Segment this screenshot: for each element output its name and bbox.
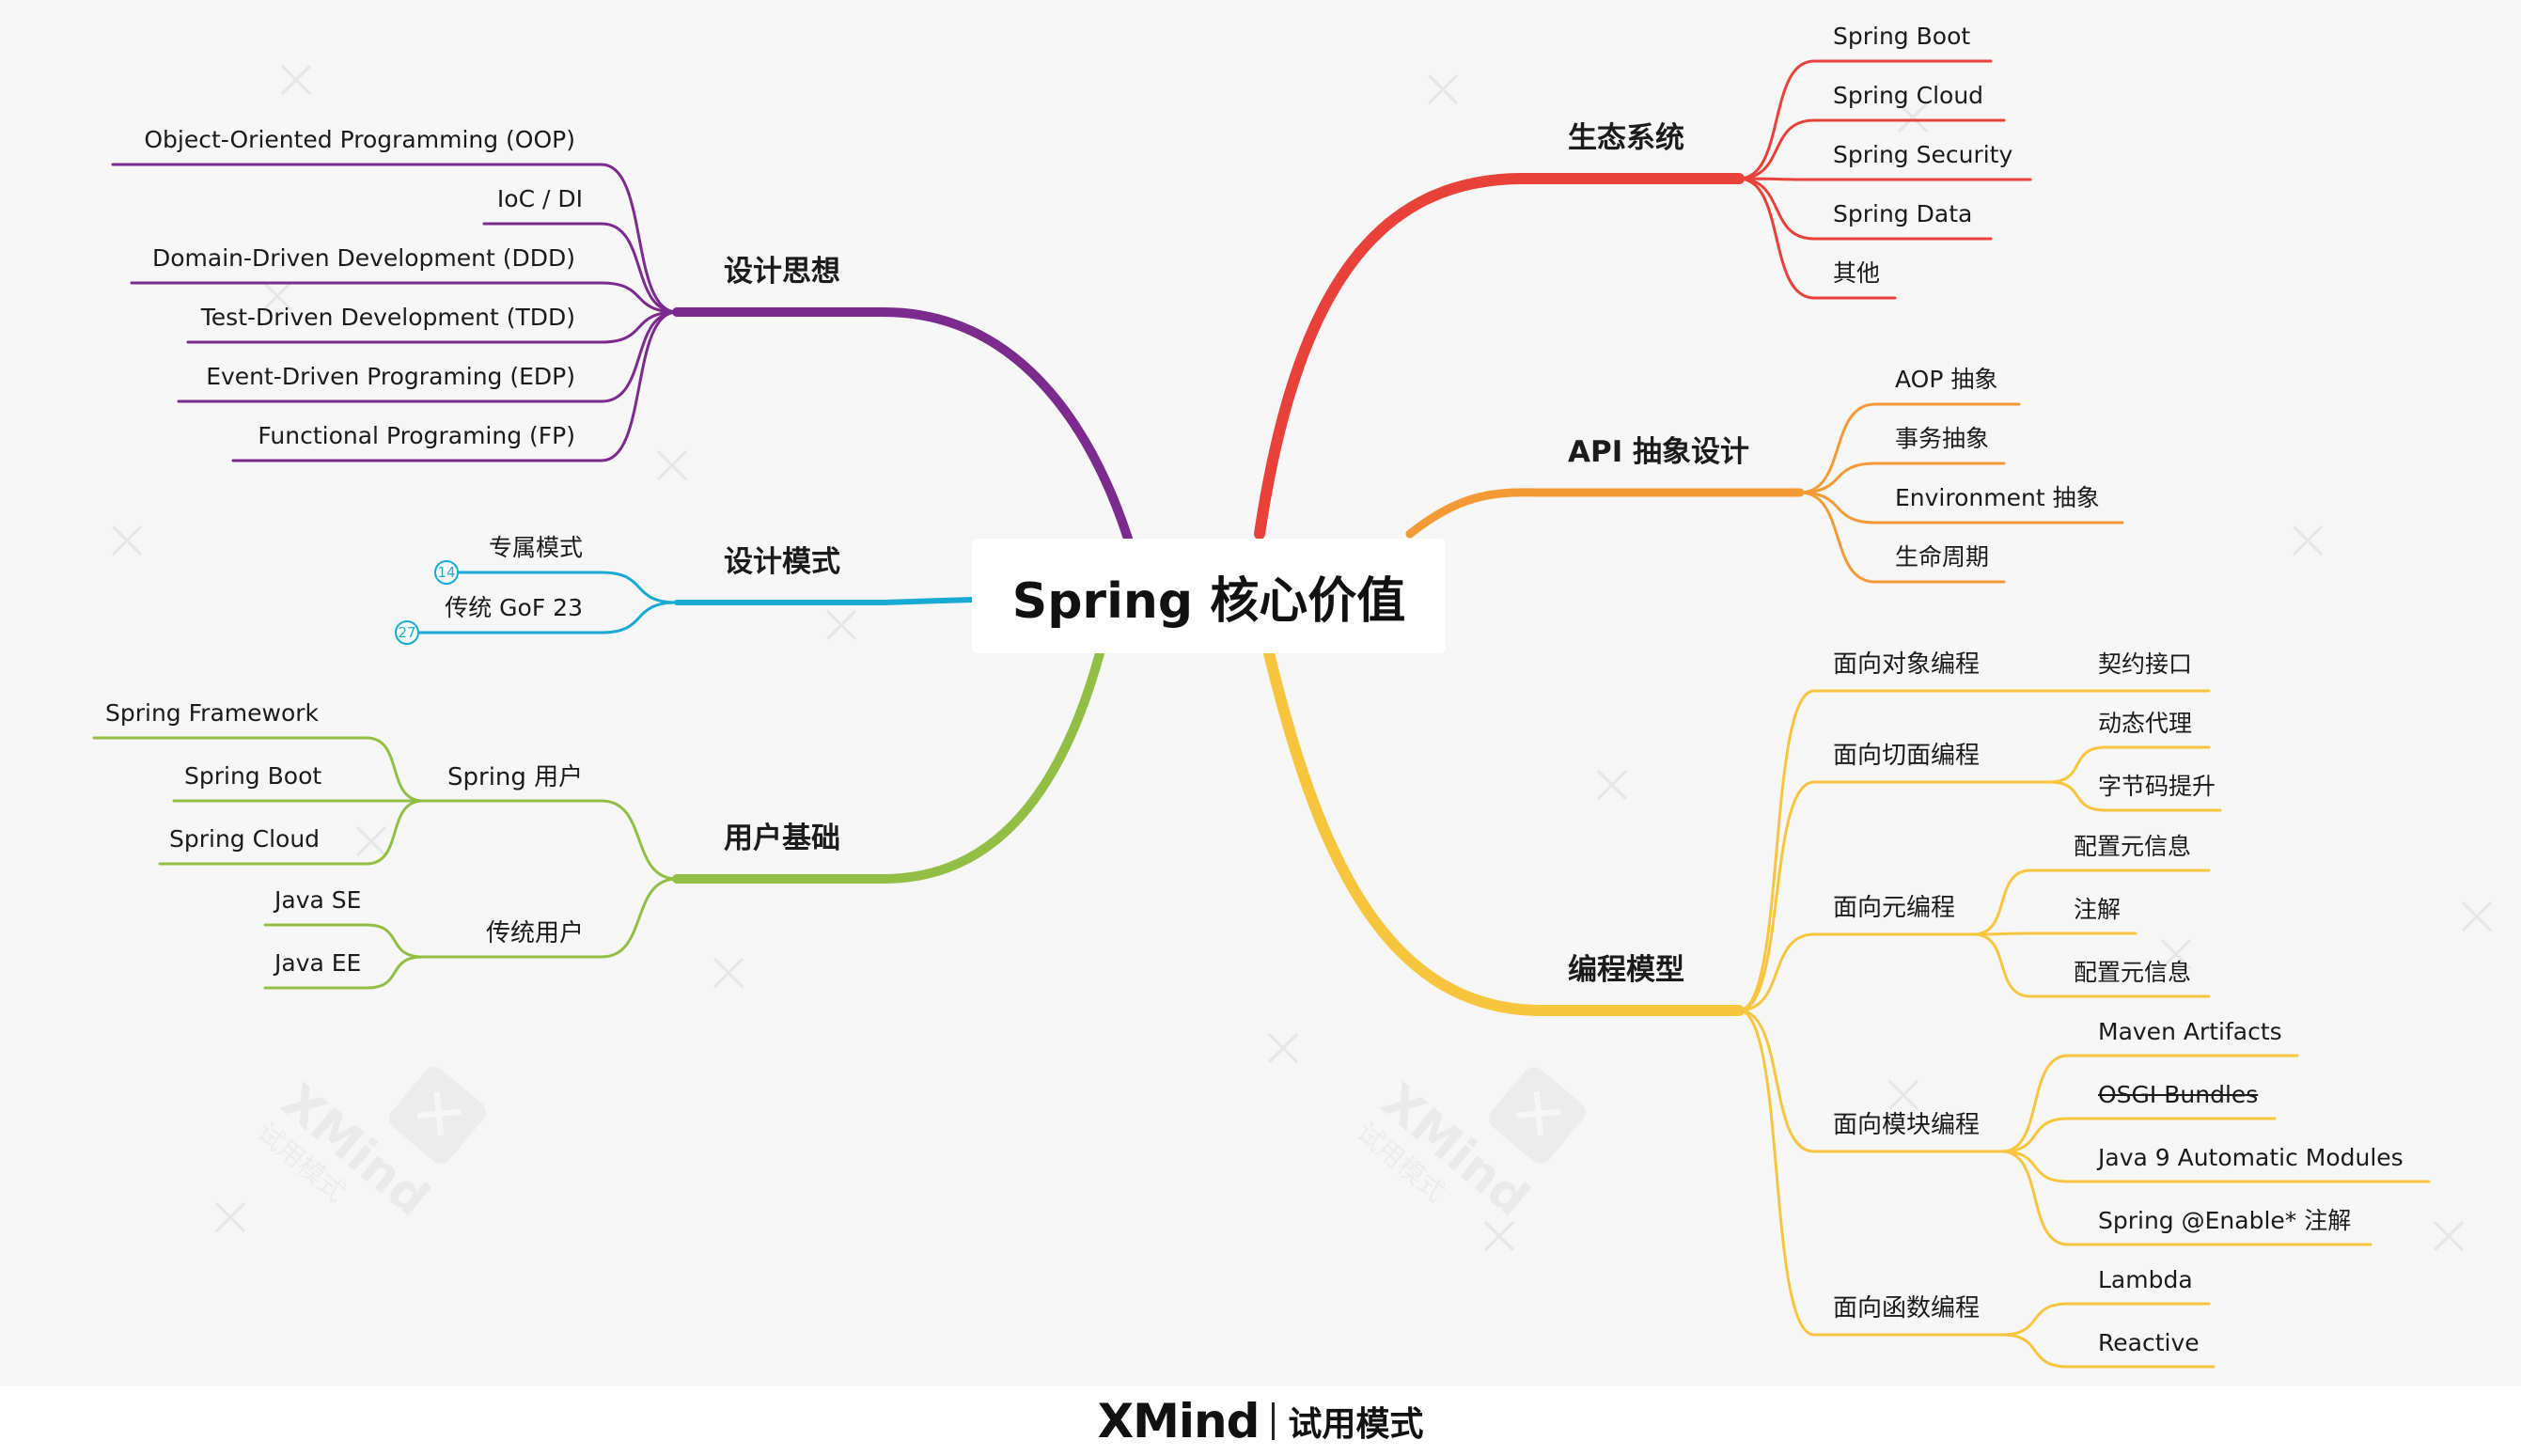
leaf-user-base[interactable]: Java SE bbox=[274, 886, 362, 914]
connector-programming-model bbox=[1263, 648, 1745, 1016]
leaf-programming-model[interactable]: 注解 bbox=[2074, 896, 2122, 923]
topic-programming-model[interactable]: 编程模型 bbox=[1568, 953, 1684, 987]
leaf-programming-model[interactable]: Reactive bbox=[2098, 1329, 2200, 1356]
leaf-api[interactable]: AOP 抽象 bbox=[1895, 366, 1998, 393]
leaf-design-philosophy[interactable]: Test-Driven Development (TDD) bbox=[200, 304, 575, 331]
leaf-programming-model[interactable]: Lambda bbox=[2098, 1266, 2193, 1293]
leaf-ecosystem[interactable]: 其他 bbox=[1833, 259, 1881, 287]
footer-separator bbox=[1272, 1402, 1276, 1440]
leaf-ecosystem[interactable]: Spring Data bbox=[1833, 200, 1973, 227]
leaf-design-philosophy[interactable]: Domain-Driven Development (DDD) bbox=[152, 244, 575, 272]
connector-design-philosophy bbox=[672, 307, 1133, 543]
topic-api-abstraction[interactable]: API 抽象设计 bbox=[1568, 435, 1750, 469]
leaf-user-base[interactable]: Spring Cloud bbox=[169, 825, 321, 853]
topic-ecosystem[interactable]: 生态系统 bbox=[1568, 121, 1684, 155]
leaf-programming-model[interactable]: 契约接口 bbox=[2098, 650, 2193, 678]
subtopic-aop[interactable]: 面向切面编程 bbox=[1833, 742, 1981, 770]
footer-mode-label: 试用模式 bbox=[1288, 1405, 1424, 1444]
leaf-user-base[interactable]: Spring Framework bbox=[105, 699, 320, 727]
leaf-programming-model[interactable]: Java 9 Automatic Modules bbox=[2098, 1144, 2404, 1171]
leaf-programming-model-strikethrough[interactable]: OSGI Bundles bbox=[2098, 1081, 2259, 1108]
leaf-api[interactable]: 生命周期 bbox=[1895, 543, 1990, 571]
leaf-programming-model[interactable]: 动态代理 bbox=[2098, 710, 2193, 737]
leaf-design-philosophy[interactable]: Event-Driven Programing (EDP) bbox=[206, 363, 575, 390]
leaf-user-base[interactable]: Spring Boot bbox=[184, 762, 322, 790]
task-count-badge[interactable]: 27 bbox=[395, 620, 419, 645]
leaf-ecosystem[interactable]: Spring Security bbox=[1833, 141, 2013, 168]
leaf-api[interactable]: 事务抽象 bbox=[1895, 425, 1990, 452]
leaf-design-philosophy[interactable]: Object-Oriented Programming (OOP) bbox=[144, 126, 575, 153]
connector-ecosystem bbox=[1254, 173, 1745, 540]
topic-design-patterns[interactable]: 设计模式 bbox=[724, 545, 840, 579]
leaf-user-base[interactable]: Java EE bbox=[274, 949, 362, 977]
leaf-programming-model[interactable]: Spring @Enable* 注解 bbox=[2098, 1207, 2352, 1234]
footer-brand-logo: XMind bbox=[1097, 1394, 1260, 1448]
central-topic[interactable]: Spring 核心价值 bbox=[972, 539, 1446, 653]
watermark-pattern bbox=[111, 64, 2493, 1252]
task-count-badge[interactable]: 14 bbox=[434, 560, 459, 585]
topic-user-base[interactable]: 用户基础 bbox=[724, 822, 840, 855]
subtopic-meta[interactable]: 面向元编程 bbox=[1833, 894, 1956, 922]
leaf-design-philosophy[interactable]: Functional Programing (FP) bbox=[258, 422, 575, 449]
topic-design-philosophy[interactable]: 设计思想 bbox=[724, 255, 840, 289]
mindmap-connectors bbox=[92, 59, 2493, 1369]
connector-design-patterns bbox=[674, 597, 975, 605]
leaf-design-philosophy[interactable]: IoC / DI bbox=[496, 185, 583, 212]
subtopic-spring-users[interactable]: Spring 用户 bbox=[447, 763, 584, 791]
leaf-design-pattern[interactable]: 专属模式 bbox=[488, 534, 583, 561]
leaf-programming-model[interactable]: Maven Artifacts bbox=[2098, 1018, 2282, 1045]
subtopic-traditional-users[interactable]: 传统用户 bbox=[486, 919, 585, 947]
subtopic-oop[interactable]: 面向对象编程 bbox=[1833, 650, 1981, 679]
leaf-design-pattern[interactable]: 传统 GoF 23 bbox=[445, 594, 583, 621]
leaf-ecosystem[interactable]: Spring Boot bbox=[1833, 23, 1971, 50]
leaf-api[interactable]: Environment 抽象 bbox=[1895, 484, 2100, 511]
connector-api bbox=[1405, 488, 1805, 539]
subtopic-functional[interactable]: 面向函数编程 bbox=[1833, 1294, 1981, 1323]
leaf-programming-model[interactable]: 配置元信息 bbox=[2074, 959, 2192, 986]
subtopic-module[interactable]: 面向模块编程 bbox=[1833, 1111, 1981, 1139]
connector-user-base bbox=[672, 649, 1104, 884]
leaf-programming-model[interactable]: 字节码提升 bbox=[2098, 773, 2216, 800]
leaf-ecosystem[interactable]: Spring Cloud bbox=[1833, 82, 1984, 109]
leaf-programming-model[interactable]: 配置元信息 bbox=[2074, 833, 2192, 860]
canvas-background bbox=[0, 0, 2521, 1386]
trial-footer: XMind 试用模式 bbox=[0, 1386, 2521, 1456]
